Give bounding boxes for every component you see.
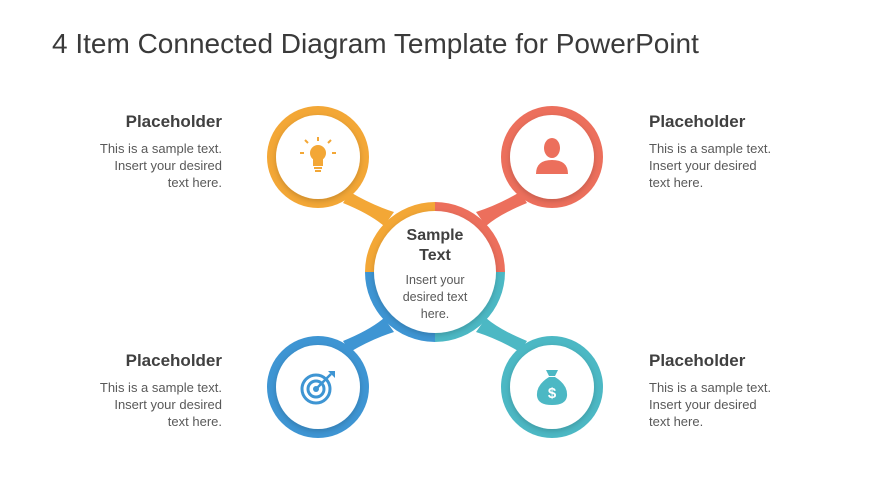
block-heading: Placeholder — [649, 112, 746, 131]
connector-top-right — [476, 192, 527, 226]
block-heading: Placeholder — [125, 351, 222, 370]
text-block-bottom-left: Placeholder This is a sample text. Inser… — [0, 351, 222, 430]
center-body: Insert your desired text here. — [402, 273, 468, 321]
connector-bottom-left — [343, 318, 394, 352]
block-body: This is a sample text. Insert your desir… — [99, 141, 222, 190]
center-heading: Sample Text — [406, 227, 464, 264]
money-bag-icon: $ — [536, 370, 568, 405]
svg-text:$: $ — [548, 385, 557, 402]
center-text: Sample Text Insert your desired text her… — [367, 226, 503, 323]
page-title: 4 Item Connected Diagram Template for Po… — [52, 28, 699, 59]
block-body: This is a sample text. Insert your desir… — [99, 380, 222, 429]
user-icon — [536, 138, 568, 174]
block-body: This is a sample text. Insert your desir… — [649, 141, 772, 190]
text-block-top-right: Placeholder This is a sample text. Inser… — [649, 112, 870, 191]
block-heading: Placeholder — [649, 351, 746, 370]
block-body: This is a sample text. Insert your desir… — [649, 380, 772, 429]
lightbulb-icon — [300, 137, 336, 172]
text-block-top-left: Placeholder This is a sample text. Inser… — [0, 112, 222, 191]
connector-bottom-right — [476, 318, 527, 352]
text-block-bottom-right: Placeholder This is a sample text. Inser… — [649, 351, 870, 430]
connector-top-left — [343, 192, 394, 226]
target-icon — [300, 371, 335, 405]
center-ring — [365, 202, 505, 342]
block-heading: Placeholder — [125, 112, 222, 131]
